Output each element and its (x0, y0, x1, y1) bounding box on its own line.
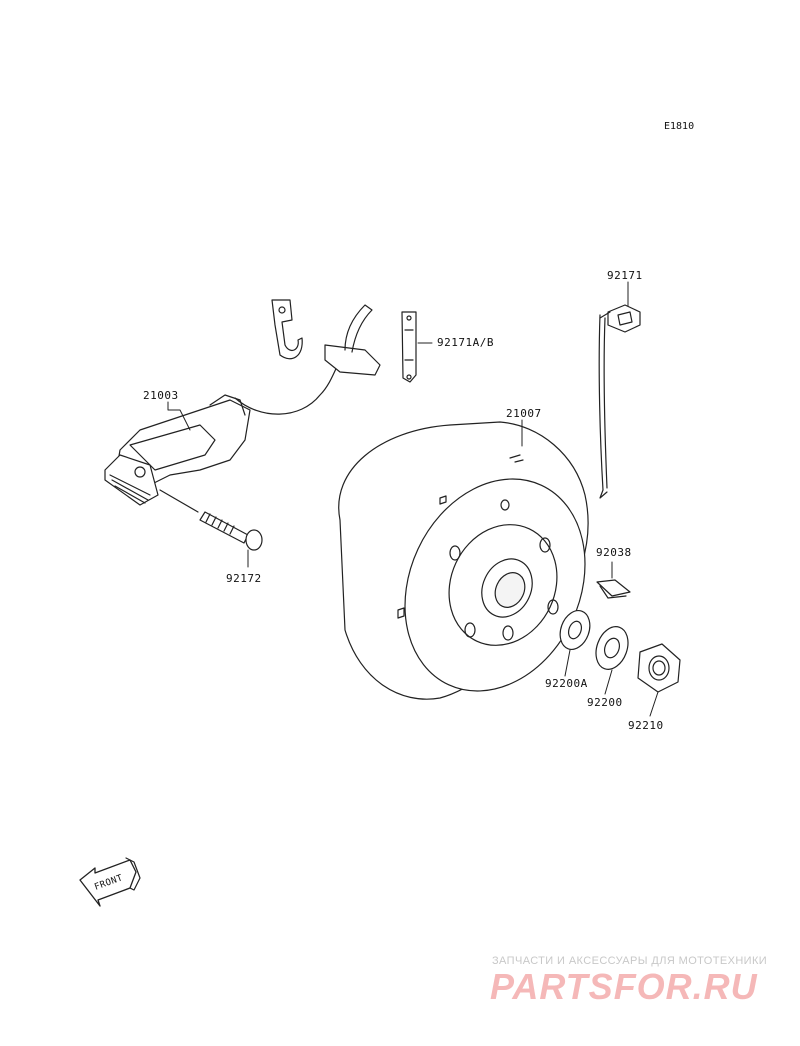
part-label-21003[interactable]: 21003 (143, 389, 179, 402)
diagram-code: E1810 (664, 121, 695, 132)
part-label-21007[interactable]: 21007 (506, 407, 542, 420)
part-label-92038[interactable]: 92038 (596, 546, 632, 559)
front-arrow-icon (79, 857, 141, 907)
watermark-tagline: ЗАПЧАСТИ И АКСЕССУАРЫ ДЛЯ МОТОТЕХНИКИ (492, 955, 768, 967)
part-label-92200[interactable]: 92200 (587, 696, 623, 709)
key-92038 (596, 579, 631, 599)
wire-clamp (271, 299, 303, 360)
washer-92200 (595, 626, 629, 670)
part-label-92200a[interactable]: 92200A (545, 677, 588, 690)
part-label-92172[interactable]: 92172 (226, 572, 262, 585)
part-label-92171ab[interactable]: 92171A/B (437, 336, 494, 349)
flywheel-rotor (338, 421, 589, 700)
watermark-logo: PARTSFOR.RU (490, 966, 758, 1007)
stator-coil (104, 304, 381, 506)
part-label-92171[interactable]: 92171 (607, 269, 643, 282)
nut-92210 (637, 643, 681, 693)
clamp-92171 (598, 304, 641, 499)
bolt-92172 (159, 489, 263, 551)
part-label-92210[interactable]: 92210 (628, 719, 664, 732)
washer-92200a (559, 610, 591, 650)
leader-lines (167, 281, 659, 717)
clamp-92171ab (401, 311, 417, 383)
